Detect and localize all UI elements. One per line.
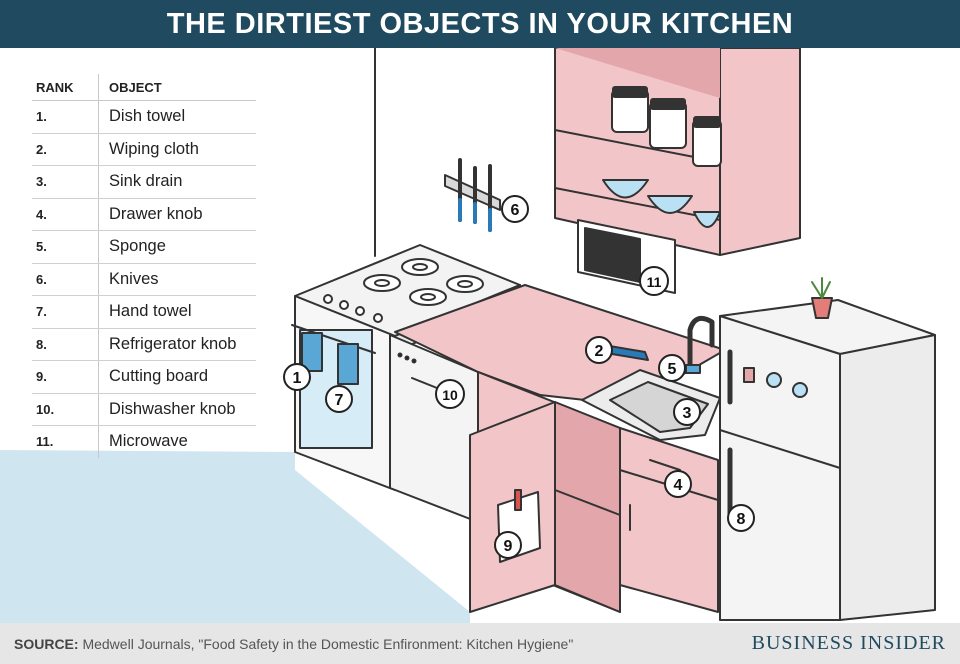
table-row: 8. Refrigerator knob <box>32 328 256 361</box>
rank-cell: 4. <box>36 206 47 222</box>
rank-cell: 2. <box>36 141 47 157</box>
object-cell: Sink drain <box>98 166 256 198</box>
rank-cell: 1. <box>36 109 47 125</box>
rank-cell: 5. <box>36 239 47 255</box>
rank-cell: 9. <box>36 369 47 385</box>
rank-table: RANK OBJECT 1.Dish towel 2.Wiping cloth … <box>32 74 256 458</box>
table-row: 3. Sink drain <box>32 166 256 199</box>
microwave <box>577 219 676 294</box>
marker-8: 8 <box>727 504 755 532</box>
table-row: 9. Cutting board <box>32 361 256 394</box>
marker-6: 6 <box>501 195 529 223</box>
table-row: 4. Drawer knob <box>32 198 256 231</box>
kitchen-illustration: 1 2 3 4 5 6 7 8 9 10 11 <box>0 48 936 623</box>
object-cell: Microwave <box>98 426 256 458</box>
svg-text:4: 4 <box>674 477 683 494</box>
object-cell: Dishwasher knob <box>98 393 256 425</box>
source-label: SOURCE: <box>14 635 79 652</box>
object-markers: 1 2 3 4 5 6 7 8 9 10 11 <box>283 195 755 559</box>
svg-text:7: 7 <box>335 392 344 409</box>
object-cell: Cutting board <box>98 361 256 393</box>
source-citation: SOURCE: Medwell Journals, "Food Safety i… <box>14 636 573 652</box>
rank-cell: 10. <box>36 401 55 417</box>
marker-5: 5 <box>658 354 686 382</box>
object-cell: Sponge <box>98 231 256 263</box>
svg-text:6: 6 <box>511 202 520 219</box>
object-cell: Knives <box>98 263 256 295</box>
table-row: 5. Sponge <box>32 231 256 264</box>
knife-rack <box>444 158 501 232</box>
refrigerator <box>719 277 936 621</box>
sponge <box>685 364 701 374</box>
svg-text:5: 5 <box>668 361 677 378</box>
marker-10: 10 <box>435 379 465 409</box>
page-title: THE DIRTIEST OBJECTS IN YOUR KITCHEN <box>166 7 794 40</box>
rank-table-header: RANK OBJECT <box>32 74 256 101</box>
faucet <box>687 315 715 368</box>
svg-text:3: 3 <box>683 405 692 422</box>
hand-towel <box>337 343 359 385</box>
upper-cabinet <box>554 48 801 294</box>
marker-3: 3 <box>673 398 701 426</box>
rank-cell: 8. <box>36 336 47 352</box>
table-row: 6. Knives <box>32 263 256 296</box>
rank-cell: 11. <box>36 434 54 450</box>
table-row: 10. Dishwasher knob <box>32 393 256 426</box>
table-row: 1. Dish towel <box>32 101 256 134</box>
marker-1: 1 <box>283 363 311 391</box>
object-cell: Dish towel <box>98 101 256 133</box>
object-cell: Drawer knob <box>98 198 256 230</box>
marker-2: 2 <box>585 336 613 364</box>
floor <box>0 450 470 623</box>
rank-column-header: RANK <box>36 79 74 95</box>
marker-11: 11 <box>639 266 669 296</box>
table-row: 11. Microwave <box>32 426 256 458</box>
brand-logo: BUSINESS INSIDER <box>751 632 946 654</box>
svg-text:1: 1 <box>293 370 302 387</box>
table-row: 2. Wiping cloth <box>32 133 256 166</box>
object-column-header: OBJECT <box>98 74 256 100</box>
svg-text:2: 2 <box>595 343 604 360</box>
dish-towel <box>301 332 323 372</box>
header-banner: THE DIRTIEST OBJECTS IN YOUR KITCHEN <box>0 0 960 48</box>
marker-4: 4 <box>664 470 692 498</box>
marker-7: 7 <box>325 385 353 413</box>
source-text: Medwell Journals, "Food Safety in the Do… <box>78 635 574 652</box>
svg-text:11: 11 <box>647 274 662 290</box>
bowls <box>602 179 721 228</box>
rank-cell: 6. <box>36 271 47 287</box>
rank-cell: 7. <box>36 304 47 320</box>
object-cell: Refrigerator knob <box>98 328 256 360</box>
marker-9: 9 <box>494 531 522 559</box>
footer-bar: SOURCE: Medwell Journals, "Food Safety i… <box>0 623 960 664</box>
table-row: 7. Hand towel <box>32 296 256 329</box>
object-cell: Hand towel <box>98 296 256 328</box>
rank-cell: 3. <box>36 174 47 190</box>
svg-text:9: 9 <box>504 538 513 555</box>
svg-text:10: 10 <box>442 387 458 403</box>
svg-text:8: 8 <box>737 511 746 528</box>
object-cell: Wiping cloth <box>98 133 256 165</box>
potted-plant <box>811 297 833 319</box>
